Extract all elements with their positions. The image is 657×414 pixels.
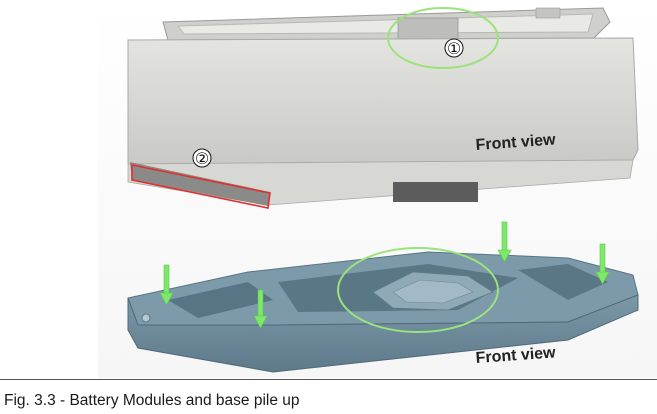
marker-2: ② xyxy=(195,149,209,168)
figure-caption: Fig. 3.3 - Battery Modules and base pile… xyxy=(4,392,300,409)
figure-illustration: ① ② Front view xyxy=(98,0,657,378)
marker-1-circle xyxy=(444,38,464,58)
highlight-ellipse-1 xyxy=(387,7,499,69)
arrow-down-2 xyxy=(253,289,268,329)
battery-module: ① ② Front view xyxy=(127,7,639,209)
battery-base: Front view xyxy=(127,247,639,373)
highlight-rect-2 xyxy=(131,164,271,209)
arrow-down-1 xyxy=(159,264,174,306)
highlight-ellipse-base xyxy=(337,247,499,333)
marker-2-circle xyxy=(192,148,212,168)
alignment-arrows xyxy=(159,221,610,329)
battery-pile-up-figure: ① ② Front view xyxy=(98,0,657,378)
marker-1: ① xyxy=(447,39,461,58)
arrow-down-3 xyxy=(497,221,512,263)
module-front-view-label: Front view xyxy=(475,131,557,154)
arrow-down-4 xyxy=(595,243,610,285)
caption-divider xyxy=(0,379,657,380)
base-front-view-label: Front view xyxy=(475,344,557,367)
